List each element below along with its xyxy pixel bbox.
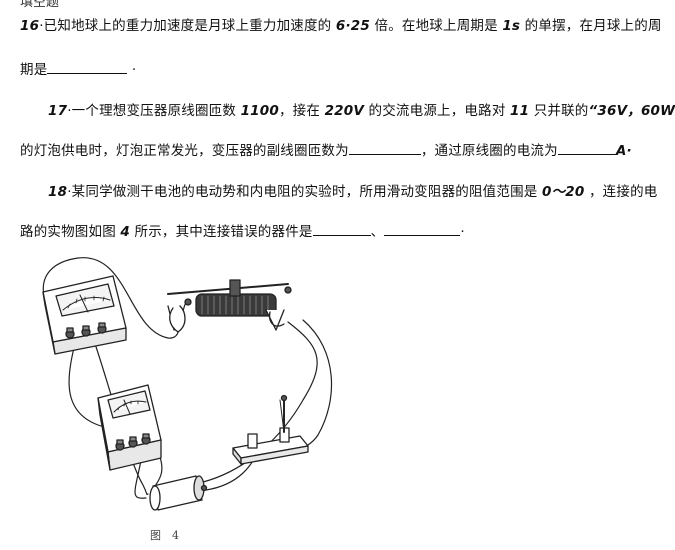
- q17-rating: “36V，60W”: [588, 103, 675, 119]
- q18-text-a: ·某同学做测干电池的电动势和内电阻的实验时，所用滑动变阻器的阻值范围是: [67, 184, 538, 200]
- q18-fig-ref: 4: [120, 224, 130, 240]
- sliding-rheostat: [167, 279, 292, 333]
- q17-line2-c: A·: [615, 143, 632, 159]
- q17-text-c: 的交流电源上，电路对: [368, 103, 506, 119]
- q17-line2: 的灯泡供电时，灯泡正常发光，变压器的副线圈匝数为 ，通过原线圈的电流为 A·: [20, 139, 632, 159]
- q17-line2-b: ，通过原线圈的电流为: [420, 143, 558, 159]
- q16-text-c: 的单摆，在月球上的周: [524, 18, 662, 34]
- q18-line1: 18·某同学做测干电池的电动势和内电阻的实验时，所用滑动变阻器的阻值范围是 0～…: [48, 180, 657, 200]
- q16-text-a: ·已知地球上的重力加速度是月球上重力加速度的: [39, 18, 332, 34]
- battery: [149, 475, 208, 511]
- q17-text-a: ·一个理想变压器原线圈匝数: [67, 103, 237, 119]
- q16-line2: 期是 ·: [20, 58, 136, 78]
- q16-line1: 16·已知地球上的重力加速度是月球上重力加速度的 6·25 倍。在地球上周期是 …: [20, 14, 662, 34]
- q18-number: 18: [48, 184, 68, 200]
- q17-answer-blank-2[interactable]: [557, 140, 616, 155]
- q16-end: ·: [131, 62, 137, 78]
- q17-number: 17: [48, 103, 68, 119]
- circuit-figure: [42, 257, 333, 511]
- q18-line2: 路的实物图如图 4 所示，其中连接错误的器件是 、 ·: [20, 220, 465, 240]
- figure-caption: 图 4: [150, 529, 179, 542]
- q18-text-b: ，连接的电: [588, 184, 658, 200]
- q18-answer-blank-2[interactable]: [384, 221, 461, 236]
- rheostat-coil: [201, 295, 269, 315]
- q18-line2-a: 路的实物图如图: [20, 224, 116, 240]
- voltmeter: [42, 275, 127, 355]
- q18-range: 0～20: [541, 184, 585, 200]
- voltmeter-dial-ticks: [67, 295, 105, 309]
- ammeter-dial-ticks: [117, 400, 139, 411]
- q17-line2-a: 的灯泡供电时，灯泡正常发光，变压器的副线圈匝数为: [20, 143, 349, 159]
- q17-voltage: 220V: [324, 103, 365, 119]
- cut-header: 填空题: [20, 0, 60, 10]
- q18-line2-c: 、: [370, 224, 385, 240]
- q17-text-d: 只并联的: [533, 103, 589, 119]
- knife-switch: [232, 394, 309, 465]
- q16-ratio: 6·25: [335, 18, 370, 34]
- ammeter: [97, 384, 162, 471]
- q18-line2-b: 所示，其中连接错误的器件是: [134, 224, 313, 240]
- q17-answer-blank-1[interactable]: [348, 140, 421, 155]
- q17-text-b: ，接在: [278, 103, 321, 119]
- q16-line2-text: 期是: [20, 62, 48, 78]
- q17-count: 11: [510, 103, 530, 119]
- q17-line1: 17·一个理想变压器原线圈匝数 1100，接在 220V 的交流电源上，电路对 …: [48, 99, 675, 119]
- q16-text-b: 倍。在地球上周期是: [374, 18, 498, 34]
- q16-period: 1s: [502, 18, 521, 34]
- q18-line2-d: ·: [460, 224, 465, 240]
- q16-answer-blank[interactable]: [47, 59, 128, 74]
- q18-answer-blank-1[interactable]: [312, 221, 371, 236]
- q17-turns: 1100: [240, 103, 279, 119]
- q16-number: 16: [20, 18, 40, 34]
